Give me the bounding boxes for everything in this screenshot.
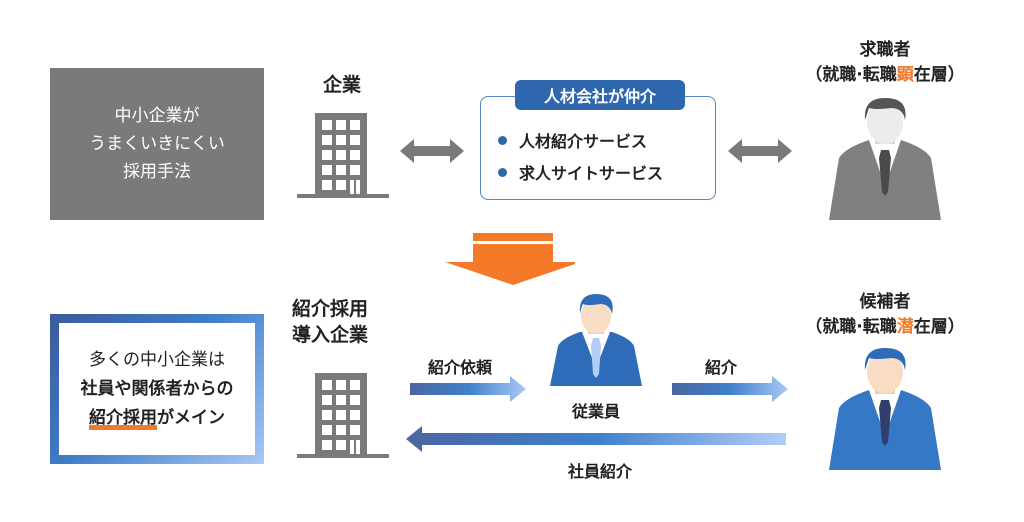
employee-person-icon (550, 294, 642, 386)
bullet-icon (498, 167, 507, 177)
mediator-item-label: 求人サイトサービス (519, 164, 664, 183)
company-label: 企業 (322, 74, 361, 96)
mediator-item: 人材紹介サービス (498, 128, 647, 152)
mediator-item-label: 人材紹介サービス (519, 132, 648, 151)
summary-line: 社員や関係者からの (80, 378, 234, 399)
subtitle-suffix: 在層） (913, 65, 965, 85)
employee-label: 従業員 (571, 402, 620, 421)
summary-line: 紹介採用がメイン (89, 404, 225, 433)
employee-referral-arrow-icon (406, 426, 786, 452)
subtitle-prefix: （就職·転職 (805, 317, 897, 337)
candidate-subtitle: （就職·転職潜在層） (780, 315, 990, 339)
subtitle-suffix: 在層） (913, 317, 965, 337)
double-arrow-icon (728, 139, 792, 163)
old-method-line: うまくいきにくい (89, 134, 225, 154)
candidate-title: 候補者 (859, 292, 911, 312)
referral-company-line: 紹介採用 (292, 298, 369, 320)
highlight-underline: 紹介採用 (89, 404, 157, 433)
summary-line: 多くの中小企業は (89, 349, 225, 370)
old-method-box: 中小企業が うまくいきにくい 採用手法 (50, 68, 264, 220)
old-method-line: 中小企業が (114, 106, 200, 126)
mediator-item: 求人サイトサービス (498, 160, 663, 184)
down-arrow-icon (445, 233, 575, 285)
building-icon (297, 373, 389, 458)
subtitle-highlight: 顕 (896, 65, 914, 85)
candidate-person-icon (829, 348, 941, 470)
building-icon (297, 113, 389, 198)
old-method-line: 採用手法 (123, 162, 191, 182)
employee-referral-label: 社員紹介 (567, 462, 632, 481)
job-seeker-person-icon (829, 98, 941, 220)
referral-company-label: 紹介採用 導入企業 (292, 296, 392, 348)
job-seeker-subtitle: （就職·転職顕在層） (780, 63, 990, 87)
mediator-box (480, 96, 716, 200)
subtitle-highlight: 潜 (896, 317, 914, 337)
referral-label: 紹介 (704, 358, 737, 377)
referral-arrow-icon (672, 376, 788, 402)
summary-box: 多くの中小企業は 社員や関係者からの 紹介採用がメイン (50, 314, 264, 464)
request-label: 紹介依頼 (427, 358, 492, 377)
request-arrow-icon (410, 376, 526, 402)
referral-company-line: 導入企業 (292, 324, 369, 346)
mediator-badge: 人材会社が仲介 (515, 80, 685, 110)
job-seeker-title: 求職者 (859, 40, 911, 60)
bullet-icon (498, 135, 507, 145)
subtitle-prefix: （就職·転職 (805, 65, 897, 85)
double-arrow-icon (400, 139, 464, 163)
